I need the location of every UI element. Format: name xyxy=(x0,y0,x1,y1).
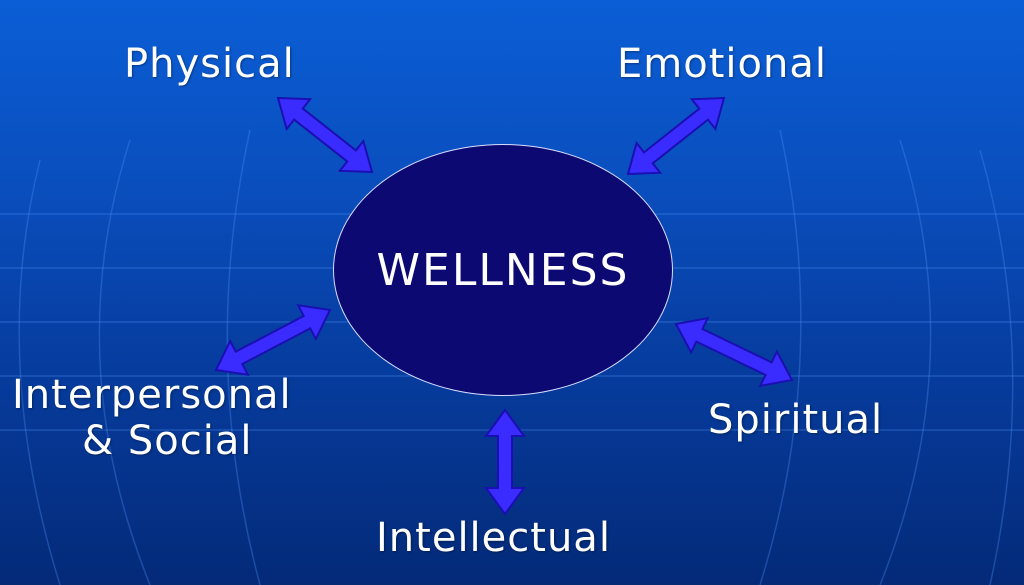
spiritual-label: Spiritual xyxy=(708,397,884,443)
emotional-arrow xyxy=(626,96,726,176)
wellness-hub-ellipse: WELLNESS xyxy=(333,144,673,396)
interpersonal-label-line2: & Social xyxy=(82,418,253,464)
interpersonal-social-label: Interpersonal & Social xyxy=(12,372,292,464)
physical-arrow xyxy=(276,96,374,174)
spiritual-arrow xyxy=(674,316,794,388)
interpersonal-label-line1: Interpersonal xyxy=(12,372,292,418)
intellectual-arrow xyxy=(484,408,526,516)
wellness-hub-label: WELLNESS xyxy=(376,244,630,296)
interpersonal-arrow xyxy=(214,304,332,376)
intellectual-label: Intellectual xyxy=(376,515,611,561)
physical-label: Physical xyxy=(124,41,295,87)
emotional-label: Emotional xyxy=(617,41,827,87)
